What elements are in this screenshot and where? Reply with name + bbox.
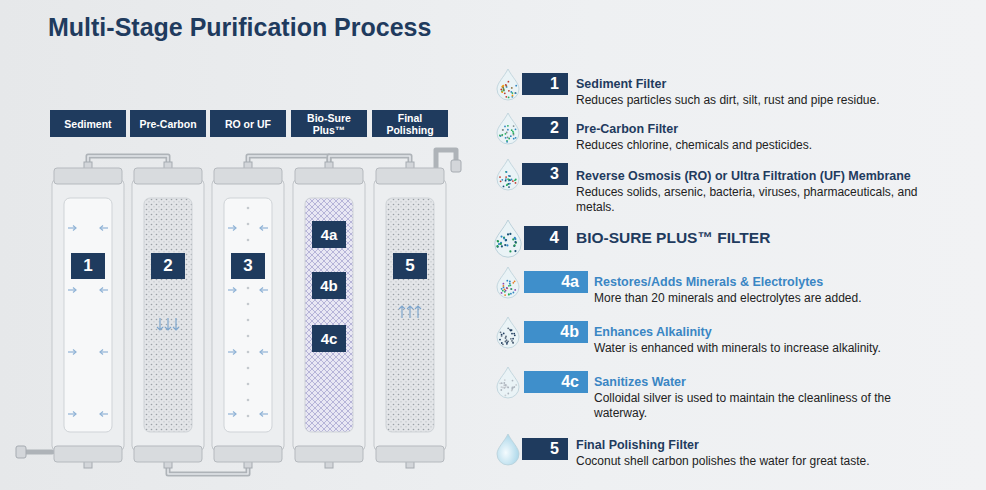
page-title: Multi-Stage Purification Process: [48, 13, 431, 42]
tube-highlight: [329, 156, 410, 168]
step-heading: BIO-SURE PLUS™ FILTER: [576, 229, 976, 247]
filter-zone: 4a: [312, 221, 346, 248]
step-heading: Reverse Osmosis (RO) or Ultra Filtration…: [576, 168, 981, 184]
label-holder: BIO-SURE PLUS™ FILTER: [576, 229, 976, 247]
filter-zone: 4c: [312, 325, 346, 352]
tube-highlight: [88, 156, 168, 168]
cartridge-drawing: [291, 168, 367, 462]
label-holder: Sediment Filter: [576, 76, 976, 92]
tube-highlight: [248, 156, 329, 168]
droplet-icon: [497, 159, 519, 190]
step-description: Coconut shell carbon polishes the water …: [576, 454, 976, 469]
step-number: 4b: [524, 321, 588, 343]
filter-cartridge: Pre-Carbon2: [130, 168, 206, 462]
cartridge-drawing: [130, 168, 206, 462]
label-holder: Colloidal silver is used to maintain the…: [594, 391, 894, 421]
label-holder: Sanitizes Water: [594, 374, 974, 390]
step-description: Reduces particles such as dirt, silt, ru…: [576, 93, 976, 108]
outlet-fitting: [451, 160, 461, 172]
callout-number: 1: [71, 253, 105, 279]
stage-header: Pre-Carbon: [130, 110, 206, 137]
droplet-icon: [497, 434, 519, 465]
label-holder: Pre-Carbon Filter: [576, 121, 976, 137]
stage-header: Final Polishing: [372, 110, 448, 137]
step-badge: 2: [522, 117, 568, 139]
step-badge: 1: [522, 73, 568, 95]
step-description: Reduces solids, arsenic, bacteria, virus…: [576, 185, 948, 215]
cartridge-drawing: [50, 168, 126, 462]
step-number: 5: [522, 438, 568, 460]
label-holder: Reverse Osmosis (RO) or Ultra Filtration…: [576, 168, 981, 184]
step-number: 4c: [524, 371, 588, 393]
filter-zone: 4b: [312, 272, 346, 299]
step-number: 4a: [524, 271, 588, 293]
step-badge: 4c: [524, 371, 588, 393]
step-badge: 5: [522, 438, 568, 460]
callout-number: 4b: [312, 272, 346, 299]
step-badge: 3: [522, 163, 568, 185]
stage-header: Bio-Sure Plus™: [291, 110, 367, 137]
label-holder: Reduces particles such as dirt, silt, ru…: [576, 93, 976, 108]
water-tube: [329, 156, 410, 168]
label-holder: Final Polishing Filter: [576, 437, 976, 453]
step-badge: 4a: [524, 271, 588, 293]
label-holder: Reduces chlorine, chemicals and pesticid…: [576, 138, 976, 153]
filter-cartridge: RO or UF3: [210, 168, 286, 462]
cartridge-drawing: [210, 168, 286, 462]
step-heading: Pre-Carbon Filter: [576, 121, 976, 137]
droplet-icon: [497, 267, 519, 298]
step-heading: Sanitizes Water: [594, 374, 974, 390]
tube-group: [248, 156, 329, 168]
step-description: More than 20 minerals and electrolytes a…: [594, 291, 974, 306]
step-number: 3: [522, 163, 568, 185]
tube-highlight: [168, 462, 248, 474]
step-description: Colloidal silver is used to maintain the…: [594, 391, 894, 421]
droplet-icon: [497, 367, 519, 398]
step-badge: 4b: [524, 321, 588, 343]
cartridge-drawing: [372, 168, 448, 462]
tube-group: [168, 462, 248, 474]
tube-group: [329, 156, 410, 168]
water-tube: [88, 156, 168, 168]
droplet-icon: [497, 113, 519, 144]
droplet-icon: [497, 69, 519, 100]
label-holder: Reduces solids, arsenic, bacteria, virus…: [576, 185, 948, 215]
label-holder: Coconut shell carbon polishes the water …: [576, 454, 976, 469]
water-tube: [248, 156, 329, 168]
title-holder: Multi-Stage Purification Process: [48, 13, 431, 42]
filter-cartridge: Final Polishing5: [372, 168, 448, 462]
step-number: 2: [522, 117, 568, 139]
callout-number: 5: [393, 253, 427, 279]
step-heading: Final Polishing Filter: [576, 437, 976, 453]
step-number: 1: [522, 73, 568, 95]
droplet-icon: [495, 220, 521, 257]
filter-cartridge: Sediment1: [50, 168, 126, 462]
step-badge: 4: [524, 226, 568, 250]
callout-number: 4c: [312, 325, 346, 352]
filter-cartridge: Bio-Sure Plus™4a4b4c: [291, 168, 367, 462]
callout-number: 4a: [312, 221, 346, 248]
tube-group: [88, 156, 168, 168]
water-tube: [168, 462, 248, 474]
label-holder: More than 20 minerals and electrolytes a…: [594, 291, 974, 306]
callout-number: 2: [151, 253, 185, 279]
inlet-fitting: [16, 446, 26, 458]
step-description: Water is enhanced with minerals to incre…: [594, 341, 974, 356]
step-description: Reduces chlorine, chemicals and pesticid…: [576, 138, 976, 153]
stage-header: RO or UF: [210, 110, 286, 137]
droplet-icon: [497, 317, 519, 348]
label-holder: Restores/Adds Minerals & Electrolytes: [594, 274, 974, 290]
step-heading: Sediment Filter: [576, 76, 976, 92]
label-holder: Enhances Alkalinity: [594, 324, 974, 340]
step-heading: Enhances Alkalinity: [594, 324, 974, 340]
callout-number: 3: [231, 253, 265, 279]
stage-header: Sediment: [50, 110, 126, 137]
step-heading: Restores/Adds Minerals & Electrolytes: [594, 274, 974, 290]
step-number: 4: [524, 226, 568, 250]
label-holder: Water is enhanced with minerals to incre…: [594, 341, 974, 356]
